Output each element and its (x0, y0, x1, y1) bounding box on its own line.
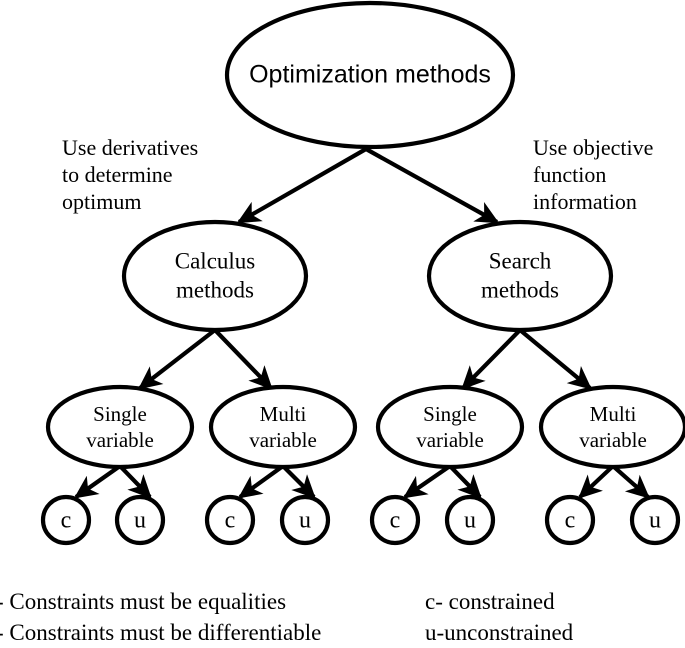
node-calculus-multi-variable[interactable]: Multi variable (208, 384, 358, 470)
edge-calculus-methods-to-multi-variable (213, 328, 273, 390)
node-calculus-single-variable-label-line2: variable (86, 428, 154, 452)
node-leaf-4-c-label: c (565, 508, 576, 534)
node-search-multi-variable-ellipse (538, 384, 685, 470)
node-leaf-2-u[interactable]: u (279, 494, 331, 546)
node-optimization-methods[interactable]: Optimization methods (224, 0, 516, 150)
edge-search-methods-to-single-variable (461, 328, 522, 390)
node-leaf-2-c[interactable]: c (204, 494, 256, 546)
edge-group-level2-to-level3 (138, 328, 592, 390)
node-search-methods-label-line1: Search (489, 248, 552, 273)
node-leaf-4-u[interactable]: u (629, 494, 681, 546)
node-search-single-variable-ellipse (375, 384, 525, 470)
node-leaf-2-c-label: c (225, 508, 236, 534)
node-leaf-3-c-label: c (390, 508, 401, 534)
edge-calculus-single-variable-to-leaf-1-u (118, 464, 152, 499)
node-leaf-4-c[interactable]: c (544, 494, 596, 546)
edge-group-level3-to-leaves (73, 464, 650, 499)
node-search-methods-label-line2: methods (481, 277, 559, 302)
node-search-multi-variable-label-line1: Multi (590, 402, 637, 426)
node-leaf-4-u-label: u (649, 508, 661, 534)
edge-search-multi-variable-to-leaf-4-c (578, 464, 615, 499)
legend-abbreviation-constrained: c- constrained (425, 589, 555, 614)
edge-calculus-multi-variable-to-leaf-2-c (237, 464, 285, 499)
edge-group-root-to-level2 (236, 147, 500, 224)
node-calculus-methods-label-line1: Calculus (175, 248, 256, 273)
node-calculus-multi-variable-ellipse (208, 384, 358, 470)
node-leaf-1-c-circle (40, 494, 92, 546)
node-leaf-3-u[interactable]: u (444, 494, 496, 546)
edge-search-multi-variable-to-leaf-4-u (611, 464, 650, 499)
legend-constraints-line-2: - Constraints must be differentiable (0, 620, 322, 646)
node-search-multi-variable[interactable]: Multi variable (538, 384, 685, 470)
legend-constraints: - Constraints must be equalities - Const… (0, 586, 416, 648)
edge-search-single-variable-to-leaf-3-c (402, 464, 452, 499)
node-leaf-4-c-circle (544, 494, 596, 546)
node-search-multi-variable-label-line2: variable (579, 428, 647, 452)
node-leaf-3-c-circle (369, 494, 421, 546)
node-leaf-2-u-label: u (299, 508, 311, 534)
node-leaf-1-u-circle (114, 494, 166, 546)
edge-calculus-methods-to-single-variable (138, 328, 217, 390)
node-leaf-2-u-circle (279, 494, 331, 546)
node-search-methods[interactable]: Search methods (426, 219, 614, 333)
node-search-methods-ellipse (426, 219, 614, 333)
node-leaf-3-u-label: u (464, 508, 476, 534)
node-calculus-single-variable-label-line1: Single (93, 402, 147, 426)
node-leaf-1-u-label: u (134, 508, 146, 534)
node-calculus-single-variable-ellipse (45, 384, 195, 470)
edge-calculus-multi-variable-to-leaf-2-u (281, 464, 316, 499)
annotation-calculus-branch: Use derivatives to determine optimum (62, 135, 199, 215)
node-leaf-1-c[interactable]: c (40, 494, 92, 546)
node-leaf-1-c-label: c (61, 508, 72, 534)
node-leaf-2-c-circle (204, 494, 256, 546)
legend-abbreviations: c- constrained u-unconstrained (425, 586, 685, 648)
node-optimization-methods-label: Optimization methods (249, 61, 491, 89)
node-calculus-multi-variable-label-line1: Multi (260, 402, 307, 426)
node-leaf-3-c[interactable]: c (369, 494, 421, 546)
node-search-single-variable-label-line2: variable (416, 428, 484, 452)
node-calculus-methods-label-line2: methods (176, 277, 254, 302)
node-leaf-4-u-circle (629, 494, 681, 546)
edge-root-to-search-methods (364, 147, 500, 224)
legend-constraints-line-1: - Constraints must be equalities (0, 589, 287, 614)
node-leaf-3-u-circle (444, 494, 496, 546)
node-calculus-single-variable[interactable]: Single variable (45, 384, 195, 470)
legend-abbreviation-unconstrained: u-unconstrained (425, 620, 574, 646)
node-leaf-1-u[interactable]: u (114, 494, 166, 546)
annotation-search-branch: Use objective function information (533, 135, 654, 215)
node-optimization-methods-ellipse (224, 0, 516, 150)
node-calculus-multi-variable-label-line2: variable (249, 428, 317, 452)
edge-calculus-single-variable-to-leaf-1-c (73, 464, 122, 499)
node-calculus-methods[interactable]: Calculus methods (121, 219, 309, 333)
edge-root-to-calculus-methods (236, 147, 368, 224)
node-calculus-methods-ellipse (121, 219, 309, 333)
edge-search-methods-to-multi-variable (518, 328, 592, 390)
node-search-single-variable[interactable]: Single variable (375, 384, 525, 470)
node-search-single-variable-label-line1: Single (423, 402, 477, 426)
edge-search-single-variable-to-leaf-3-u (448, 464, 482, 499)
